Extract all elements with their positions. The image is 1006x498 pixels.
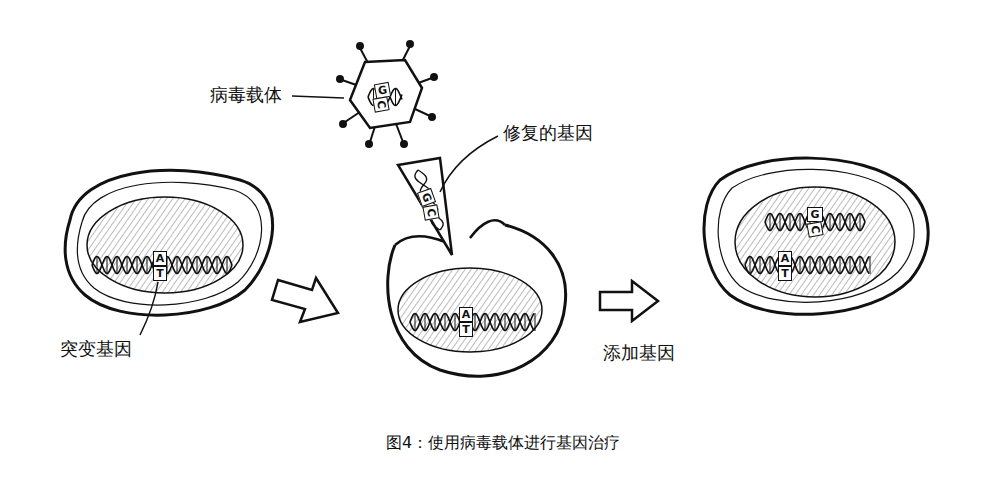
dna-rung bbox=[800, 256, 801, 274]
cell bbox=[704, 158, 928, 314]
dna-rung bbox=[535, 313, 536, 331]
dna-rung bbox=[475, 313, 476, 331]
dna-rung bbox=[425, 313, 426, 331]
dna-rung bbox=[395, 88, 396, 106]
dna-strand bbox=[415, 170, 443, 230]
dna-rung bbox=[770, 256, 771, 274]
dna-rung bbox=[840, 213, 841, 231]
base-letter: A bbox=[781, 252, 790, 265]
base-letter: T bbox=[156, 267, 164, 280]
dna bbox=[92, 88, 870, 331]
dna-strand bbox=[745, 256, 869, 273]
base-letter: C bbox=[374, 99, 388, 109]
callout-label: 病毒载体 bbox=[210, 84, 282, 106]
dna-rung bbox=[760, 256, 761, 274]
dna-rung bbox=[137, 256, 138, 274]
base-tile: C bbox=[422, 204, 439, 220]
base-tile: G bbox=[807, 207, 822, 222]
base-tile: A bbox=[459, 307, 474, 322]
dna-rung bbox=[515, 313, 516, 331]
dna-rung bbox=[780, 213, 781, 231]
dna-rung bbox=[820, 256, 821, 274]
dna-rung bbox=[485, 313, 486, 331]
dna-rung bbox=[227, 256, 228, 274]
base-tile: C bbox=[806, 221, 823, 237]
leader-line bbox=[140, 96, 498, 335]
dna-rung bbox=[495, 313, 496, 331]
cell bbox=[388, 220, 566, 376]
base-letter: A bbox=[462, 308, 471, 321]
cell bbox=[65, 170, 272, 315]
dna-strand bbox=[745, 257, 869, 274]
dna-rung bbox=[177, 256, 178, 274]
dna-rung bbox=[455, 313, 456, 331]
base-tile: A bbox=[778, 251, 793, 266]
dna-rung bbox=[505, 313, 506, 331]
dna-rung bbox=[840, 256, 841, 274]
dna-rung bbox=[207, 256, 208, 274]
callout-label: 添加基因 bbox=[603, 342, 675, 364]
dna-rung bbox=[810, 256, 811, 274]
dna-rung bbox=[127, 256, 128, 274]
dna-rung bbox=[830, 256, 831, 274]
dna-rung bbox=[445, 313, 446, 331]
callout-label: 突变基因 bbox=[60, 338, 132, 360]
injection bbox=[398, 158, 452, 255]
dna-rung bbox=[830, 213, 831, 231]
dna-rung bbox=[525, 313, 526, 331]
dna-strand bbox=[418, 170, 440, 230]
base-letter: G bbox=[419, 191, 434, 204]
dna-rung bbox=[850, 213, 851, 231]
dna-rung bbox=[850, 256, 851, 274]
base-tile: T bbox=[778, 266, 792, 281]
base-tile: C bbox=[372, 96, 389, 112]
dna-rung bbox=[217, 256, 218, 274]
base-tile: A bbox=[153, 251, 168, 266]
dna-rung bbox=[147, 256, 148, 274]
base-letter: G bbox=[810, 208, 819, 221]
dna-rung bbox=[870, 256, 871, 274]
base-letter: G bbox=[377, 83, 388, 97]
dna-rung bbox=[750, 256, 751, 274]
base-letter: T bbox=[462, 323, 470, 336]
dna-rung bbox=[117, 256, 118, 274]
dna-rung bbox=[800, 213, 801, 231]
dna-rung bbox=[187, 256, 188, 274]
dna-rung bbox=[197, 256, 198, 274]
callout-label: 修复的基因 bbox=[503, 122, 593, 144]
dna-rung bbox=[97, 256, 98, 274]
dna-rung bbox=[790, 213, 791, 231]
base-letter: A bbox=[156, 252, 165, 265]
dna-rung bbox=[435, 313, 436, 331]
dna-rung bbox=[860, 213, 861, 231]
base-tile: T bbox=[459, 322, 473, 337]
base-letter: C bbox=[808, 224, 822, 234]
block-arrow bbox=[272, 278, 658, 322]
dna-rung bbox=[860, 256, 861, 274]
base-letter: T bbox=[781, 267, 789, 280]
virus bbox=[337, 41, 437, 147]
dna-rung bbox=[770, 213, 771, 231]
dna-rung bbox=[107, 256, 108, 274]
dna-rung bbox=[415, 313, 416, 331]
base-letter: C bbox=[424, 207, 438, 217]
base-tile: T bbox=[153, 266, 167, 281]
figure-caption: 图4：使用病毒载体进行基因治疗 bbox=[386, 433, 620, 452]
